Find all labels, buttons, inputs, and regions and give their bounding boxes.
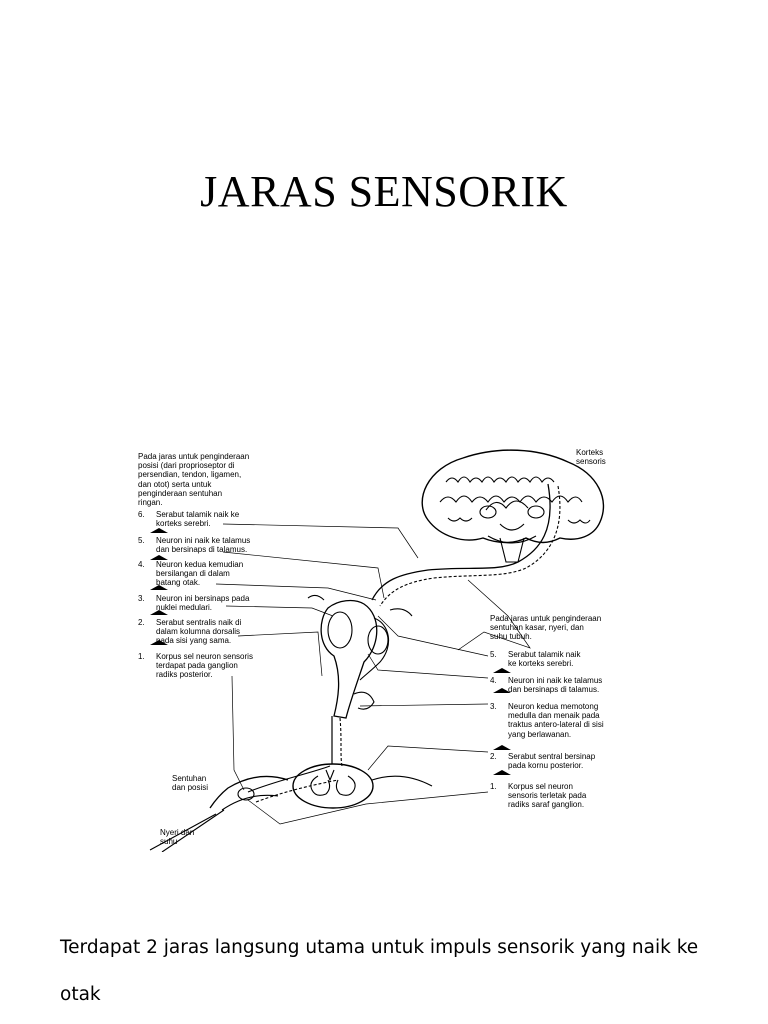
left-step-1-number: 1. xyxy=(138,652,145,661)
right-step-4-number: 4. xyxy=(490,676,497,685)
diagram-drawing xyxy=(149,449,605,852)
page-title: JARAS SENSORIK xyxy=(200,167,568,216)
right-step-5-number: 5. xyxy=(490,650,497,659)
cortex-label: Korteks sensoris xyxy=(576,448,606,467)
left-step-3-number: 3. xyxy=(138,594,145,603)
left-step-2-number: 2. xyxy=(138,618,145,627)
left-step-2-text: Serabut sentralis naik di dalam kolumna … xyxy=(156,618,242,646)
pain-temperature-label: Nyeri dan suhu xyxy=(160,828,195,847)
left-pathway-intro: Pada jaras untuk penginderaan posisi (da… xyxy=(138,452,250,508)
left-step-5-number: 5. xyxy=(138,536,145,545)
left-step-1-text: Korpus sel neuron sensoris terdapat pada… xyxy=(156,652,253,680)
brain-illustration xyxy=(421,449,605,563)
left-step-6-number: 6. xyxy=(138,510,145,519)
right-step-2-number: 2. xyxy=(490,752,497,761)
right-step-2-text: Serabut sentral bersinap pada kornu post… xyxy=(508,752,596,771)
body-paragraph: Terdapat 2 jaras langsung utama untuk im… xyxy=(60,937,699,1005)
sensory-pathway-diagram: Pada jaras untuk penginderaan posisi (da… xyxy=(128,440,640,852)
right-step-4-text: Neuron ini naik ke talamus dan bersinaps… xyxy=(508,676,603,695)
touch-position-label: Sentuhan dan posisi xyxy=(172,774,209,793)
left-step-3-text: Neuron ini bersinaps pada nuklei medular… xyxy=(156,594,250,613)
right-step-3-number: 3. xyxy=(490,702,497,711)
left-step-4-text: Neuron kedua kemudian bersilangan di dal… xyxy=(156,560,244,588)
right-pathway-intro: Pada jaras untuk penginderaan sentuhan k… xyxy=(490,614,602,642)
left-step-5-text: Neuron ini naik ke talamus dan bersinaps… xyxy=(156,536,251,555)
right-step-5-text: Serabut talamik naik ke korteks serebri. xyxy=(508,650,581,669)
right-step-3-text: Neuron kedua memotong medulla dan menaik… xyxy=(508,702,604,739)
spinal-cord-illustration xyxy=(149,763,433,852)
left-step-4-number: 4. xyxy=(138,560,145,569)
right-step-1-text: Korpus sel neuron sensoris terletak pada… xyxy=(508,782,587,810)
brainstem-illustration xyxy=(307,594,413,719)
right-step-1-number: 1. xyxy=(490,782,497,791)
left-step-6-text: Serabut talamik naik ke korteks serebri. xyxy=(156,510,240,529)
